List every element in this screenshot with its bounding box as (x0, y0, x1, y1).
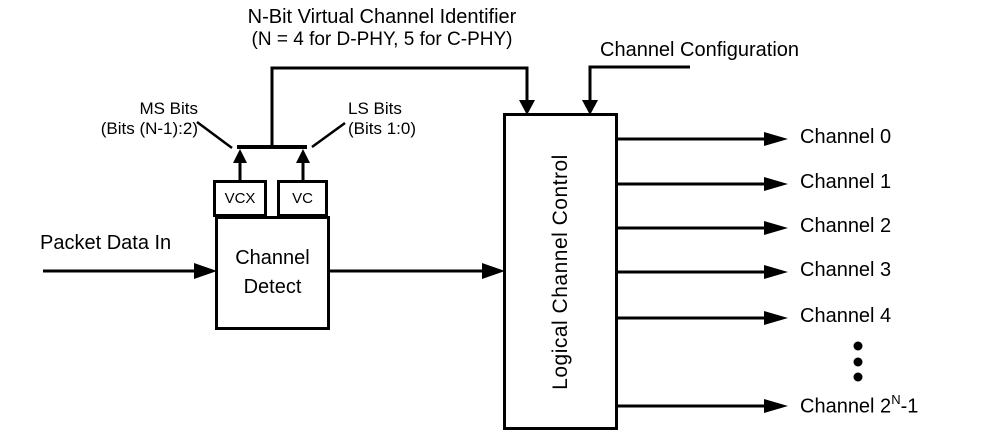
channel-2n-1-suffix: -1 (900, 395, 919, 418)
channel-3-label: Channel 3 (800, 259, 892, 281)
channel-2n-1-base: Channel 2 (800, 395, 892, 418)
channel-2n-1-sup: N (891, 392, 901, 407)
channel-detect-line-2: Detect (243, 276, 302, 298)
channel-detect-box: Channel Detect (215, 216, 330, 330)
bit-merge-bar (237, 145, 307, 149)
ms-bits-line-2: (Bits (N-1):2) (100, 119, 198, 138)
vc-register-label: VC (292, 190, 313, 207)
logical-channel-control-label: Logical Channel Control (548, 153, 572, 390)
logical-channel-control-box: Logical Channel Control (503, 113, 618, 430)
vc-up-arrowhead-icon (296, 149, 310, 163)
packet-data-in-arrowhead-icon (194, 263, 217, 279)
ms-bits-leader-line (196, 120, 233, 150)
channel-4-label: Channel 4 (800, 305, 892, 327)
channel-detect-line-1: Channel (235, 247, 310, 269)
channel-2n-1-arrowhead-icon (764, 399, 788, 413)
ls-bits-line-2: (Bits 1:0) (348, 119, 417, 138)
ellipsis-dot (853, 372, 863, 382)
vc-identifier-wire (270, 66, 529, 147)
channel-4-arrowhead-icon (764, 311, 788, 325)
ellipsis-dot (853, 357, 863, 367)
channel-2n-1-label: Channel 2N-1 (800, 392, 919, 419)
vcx-register-label: VCX (224, 190, 256, 207)
channel-3-arrowhead-icon (764, 265, 788, 279)
vcx-register-box: VCX (213, 180, 267, 217)
diagram-title: N-Bit Virtual Channel Identifier (N = 4 … (182, 5, 582, 51)
ms-bits-label: MS Bits (Bits (N-1):2) (48, 99, 198, 139)
title-line-2: (N = 4 for D-PHY, 5 for C-PHY) (251, 29, 513, 50)
ls-bits-line-1: LS Bits (348, 99, 402, 118)
channel-2-arrowhead-icon (764, 221, 788, 235)
vcx-up-arrowhead-icon (233, 149, 247, 163)
channel-0-arrowhead-icon (764, 132, 788, 146)
ls-bits-label: LS Bits (Bits 1:0) (348, 99, 416, 139)
channel-1-label: Channel 1 (800, 171, 892, 193)
detect-to-lcc-arrowhead-icon (482, 263, 505, 279)
channel-config-arrowhead-icon (582, 100, 598, 115)
channel-config-wire (588, 65, 690, 101)
channel-1-arrowhead-icon (764, 177, 788, 191)
channel-0-label: Channel 0 (800, 126, 892, 148)
ms-bits-line-1: MS Bits (139, 99, 198, 118)
ellipsis-dot (853, 341, 863, 351)
title-line-1: N-Bit Virtual Channel Identifier (247, 6, 517, 28)
vc-identifier-arrowhead-icon (519, 100, 535, 115)
channel-2-label: Channel 2 (800, 215, 892, 237)
vc-register-box: VC (277, 180, 328, 217)
channel-detect-label: Channel Detect (235, 244, 310, 302)
ls-bits-leader-line (311, 121, 346, 149)
packet-data-in-label: Packet Data In (40, 232, 172, 254)
channel-configuration-label: Channel Configuration (600, 39, 800, 61)
